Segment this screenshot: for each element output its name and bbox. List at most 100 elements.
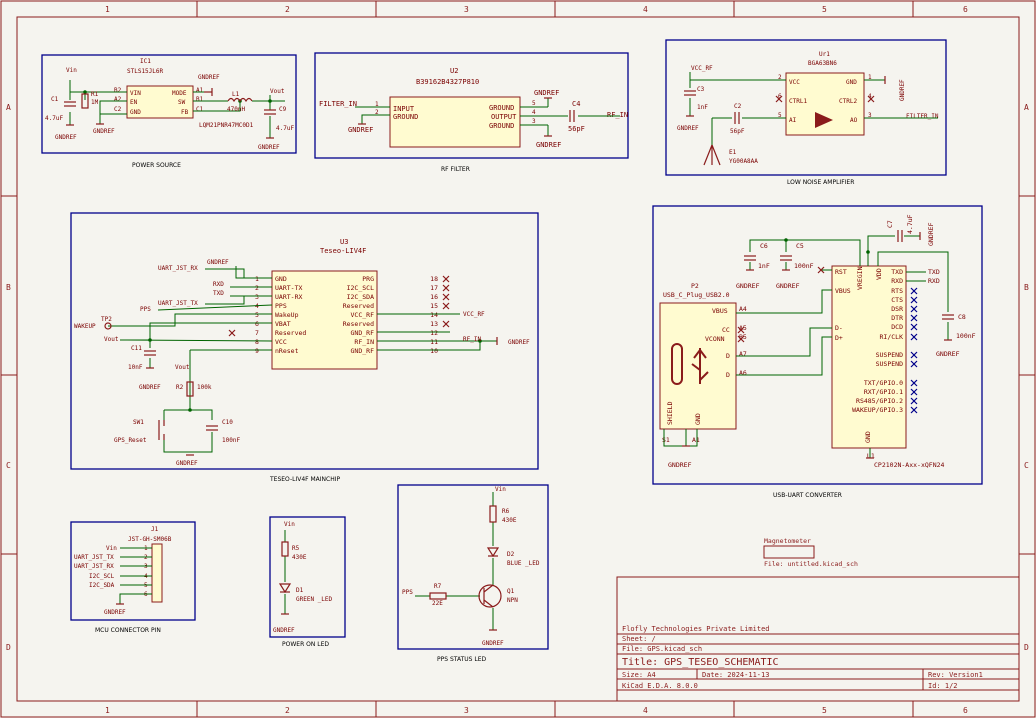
c2-value: 56pF xyxy=(730,128,745,135)
c3-value: 1nF xyxy=(697,104,708,111)
power-components xyxy=(64,88,276,139)
c9-value: 4.7uF xyxy=(276,125,294,132)
col-label: 3 xyxy=(464,706,469,715)
e1-value: YG00A8AA xyxy=(729,158,758,165)
u3-pin: PRG xyxy=(362,275,374,283)
c4-value: 56pF xyxy=(568,125,585,133)
u3-pin: VBAT xyxy=(275,320,291,328)
lna-components xyxy=(684,76,886,166)
teseo-block[interactable]: U3 Teseo-LIV4F GND UART-TX UART-RX PPS W… xyxy=(70,212,539,483)
u3-pin-num: 9 xyxy=(255,347,259,355)
u1-pin: SUSPEND xyxy=(876,360,903,368)
pin-num: A1 xyxy=(692,436,700,444)
u3-pin-num: 7 xyxy=(255,329,259,337)
ic1-ref: IC1 xyxy=(140,58,151,65)
u1-pin: D+ xyxy=(835,334,843,342)
d1-ref: D1 xyxy=(296,587,304,594)
row-label: B xyxy=(6,283,11,292)
gnd-label: GNDREF xyxy=(508,339,530,346)
block-frame xyxy=(397,484,549,650)
block-title: TESEO-LIV4F MAINCHIP xyxy=(269,476,341,483)
col-label: 2 xyxy=(285,706,290,715)
block-frame xyxy=(652,205,983,485)
col-label: 4 xyxy=(643,5,648,14)
sheet-id: Id: 1/2 xyxy=(928,682,958,690)
u3-pin: GND_RF xyxy=(351,347,375,355)
block-frame xyxy=(70,521,196,621)
sheet-size: Size: A4 xyxy=(622,671,656,679)
title-frame xyxy=(616,576,1020,702)
c5-value: 100nF xyxy=(794,262,814,270)
net-label: Vout xyxy=(175,364,190,371)
sw1-ref: SW1 xyxy=(133,419,144,426)
gnd-label: GNDREF xyxy=(258,144,280,151)
u3-pin-num: 16 xyxy=(430,293,438,301)
block-title: USB-UART CONVERTER xyxy=(773,492,842,499)
vcc-rf-label: VCC_RF xyxy=(691,65,713,72)
u3-pin: GND_RF xyxy=(351,329,375,337)
net-label: VCC_RF xyxy=(463,311,485,318)
u1-body xyxy=(831,265,907,449)
block-frame xyxy=(314,52,629,159)
u3-pin-num: 5 xyxy=(255,311,259,319)
ic1-pin-num: A1 xyxy=(196,87,204,94)
c1-value: 4.7uF xyxy=(45,115,63,122)
c10-ref: C10 xyxy=(222,419,233,426)
c5-ref: C5 xyxy=(796,242,804,250)
gnd-label: GNDREF xyxy=(536,141,561,149)
rf-filter-block[interactable]: U2 B39162B4327P810 INPUT GROUND GROUND O… xyxy=(314,52,629,173)
p2-value: USB_C_Plug_USB2.0 xyxy=(663,291,730,299)
u3-pin-num: 8 xyxy=(255,338,259,346)
col-label: 5 xyxy=(822,706,827,715)
l1-value: 470nH xyxy=(227,106,245,113)
net-label: WAKEUP xyxy=(74,323,96,330)
gnd-label: GNDREF xyxy=(927,222,935,246)
u3-pin: UART-RX xyxy=(275,293,302,301)
junctions xyxy=(148,338,482,412)
p2-pin: D xyxy=(726,352,730,360)
p2-pin-num: A4 xyxy=(739,305,747,313)
block-title: PPS STATUS LED xyxy=(437,656,487,663)
row-label: B xyxy=(1024,283,1029,292)
net-label: Vout xyxy=(104,336,119,343)
col-label: 6 xyxy=(963,5,968,14)
u1-pin: DSR xyxy=(891,305,903,313)
vin-label: Vin xyxy=(284,521,295,528)
pin-num: 4 xyxy=(868,93,872,100)
gnd-label: GNDREF xyxy=(534,89,559,97)
mcu-connector-block[interactable]: J1 JST-GH-SM06B Vin UART_JST_TX UART_JST… xyxy=(70,521,196,634)
power-source-block[interactable]: IC1 STLS15JL6R VIN EN GND MODE SW FB B2 … xyxy=(41,54,297,169)
revision: Rev: Version1 xyxy=(928,671,983,679)
gnd-label: GNDREF xyxy=(736,282,760,290)
u2-pin: GROUND xyxy=(393,113,418,121)
magnetometer-sheet[interactable]: Magnetometer File: untitled.kicad_sch xyxy=(763,537,858,568)
c11-value: 10nF xyxy=(128,364,143,371)
u1-pin: AI xyxy=(789,117,797,124)
l1-ref: L1 xyxy=(232,91,240,98)
pin-num: 2 xyxy=(375,109,379,116)
pps-led-block[interactable]: Vin R6 430E D2 BLUE _LED R7 22E Q1 NPN P… xyxy=(397,484,549,663)
l1-part: LQM21PNR47MC0D1 xyxy=(199,122,254,129)
u3-pin-num: 10 xyxy=(430,347,438,355)
j1-pin-label: I2C_SDA xyxy=(89,582,115,589)
usb-uart-block[interactable]: P2 USB_C_Plug_USB2.0 VBUS CC VCONN D D A… xyxy=(652,205,983,499)
col-label: 4 xyxy=(643,706,648,715)
gnd-label: GNDREF xyxy=(677,125,699,132)
c6-value: 1nF xyxy=(758,262,770,270)
ic1-pin: SW xyxy=(178,99,186,106)
u3-pin-num: 14 xyxy=(430,311,438,319)
c3-ref: C3 xyxy=(697,86,705,93)
filter-in-label: FILTER_IN xyxy=(906,113,939,120)
u2-pin: OUTPUT xyxy=(491,113,517,121)
c2-ref: C2 xyxy=(734,103,742,110)
u2-ref: U2 xyxy=(450,67,458,75)
row-label: C xyxy=(6,461,11,470)
pin-num: 3 xyxy=(868,112,872,119)
u1-nc-marks xyxy=(910,287,918,414)
u3-pin: VCC_RF xyxy=(351,311,375,319)
vin-label: Vin xyxy=(495,486,506,493)
power-led-block[interactable]: Vin R5 430E D1 GREEN _LED GNDREF POWER O… xyxy=(269,516,346,648)
j1-value: JST-GH-SM06B xyxy=(128,536,172,543)
lna-block[interactable]: Ur1 BGA63BN6 VCC CTRL1 AI GND CTRL2 AO V… xyxy=(665,39,947,186)
col-label: 5 xyxy=(822,5,827,14)
